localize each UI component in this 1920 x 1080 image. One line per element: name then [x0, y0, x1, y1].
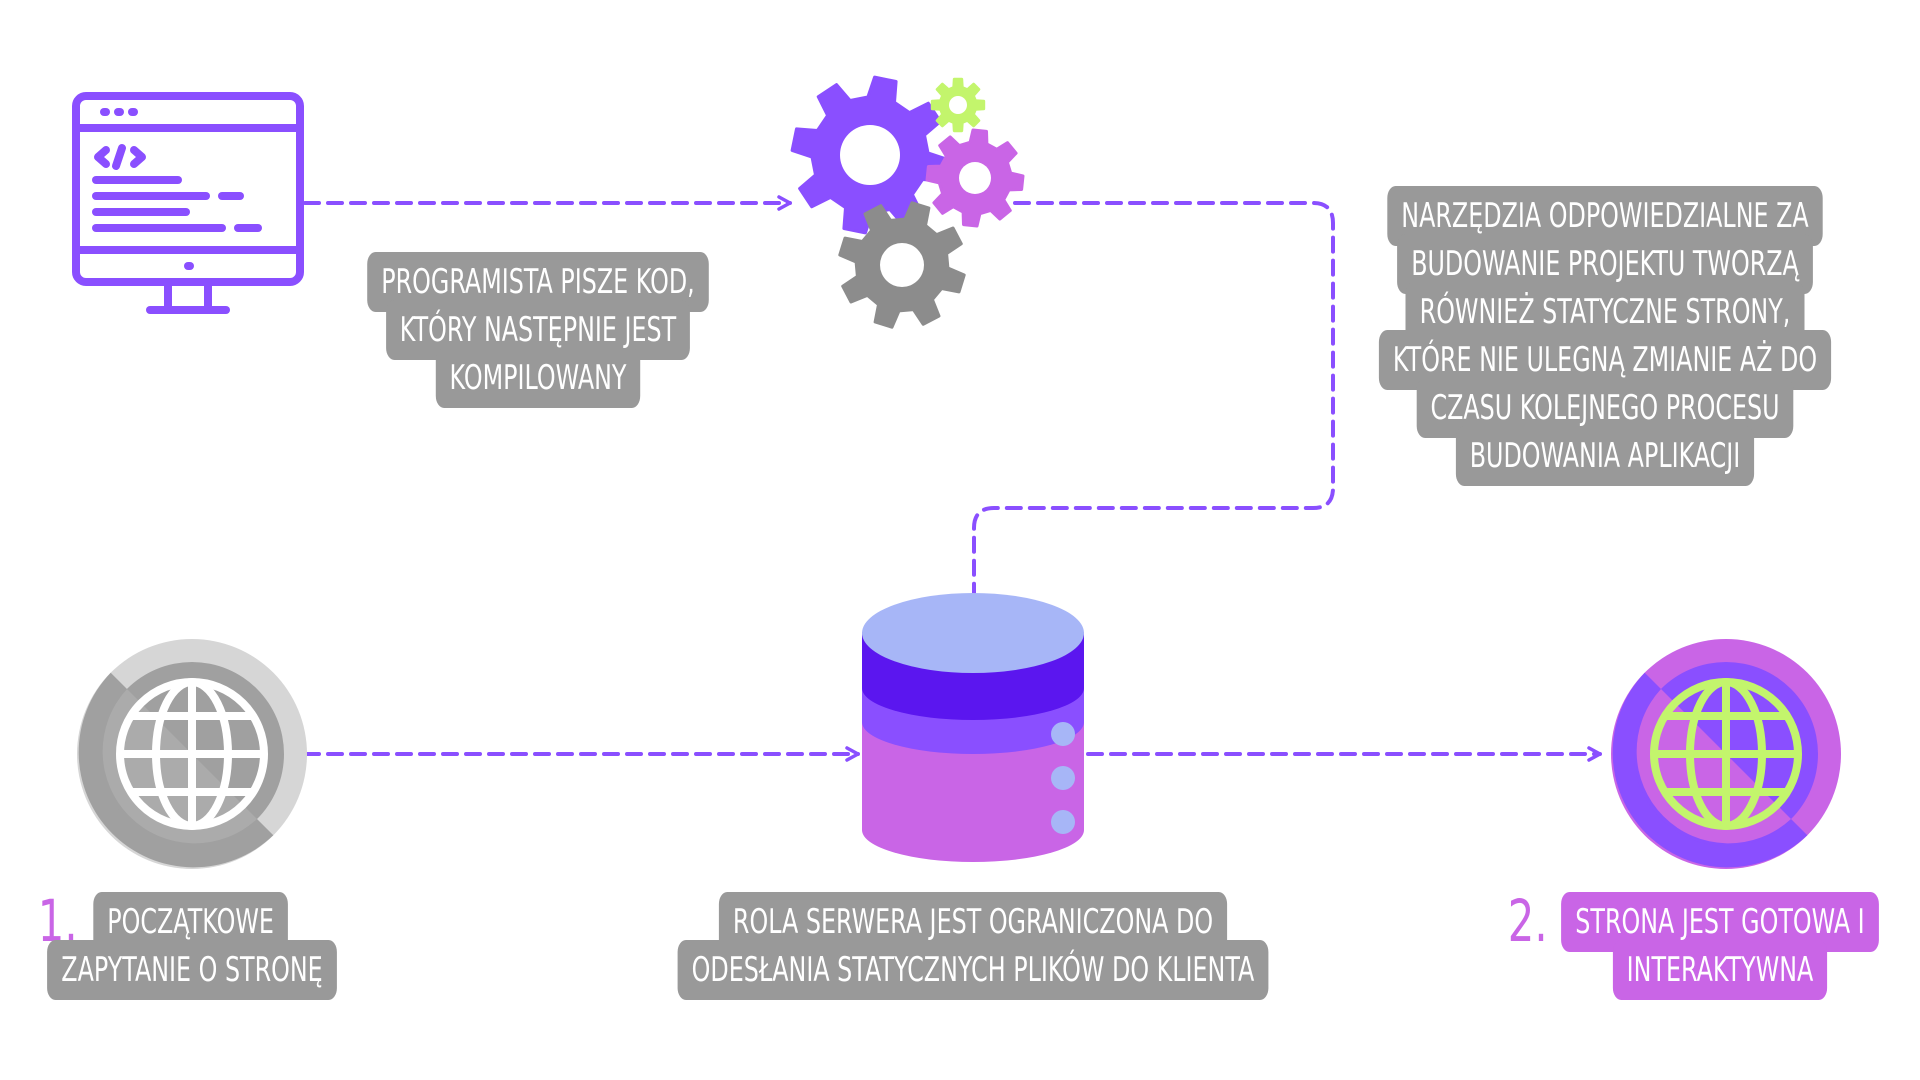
request-globe-icon — [77, 639, 307, 869]
server-label-line: ODESŁANIA STATYCZNYCH PLIKÓW DO KLIENTA — [677, 940, 1269, 1000]
request-label-line: ZAPYTANIE O STRONĘ — [47, 940, 337, 1000]
server-label: ROLA SERWERA JEST OGRANICZONA DO ODESŁAN… — [676, 892, 1271, 1000]
gray-gear — [838, 201, 966, 329]
arrow-build-to-server — [966, 201, 1335, 637]
ready-label-line: INTERAKTYWNA — [1612, 940, 1828, 1000]
gear-big-hole — [840, 125, 900, 185]
gear-pink-hole — [959, 162, 991, 194]
gear-green-hole — [949, 96, 967, 114]
build-label: NARZĘDZIA ODPOWIEDZIALNE ZA BUDOWANIE PR… — [1378, 186, 1832, 486]
code-label-line: KOMPILOWANY — [435, 348, 641, 408]
code-monitor-icon — [72, 92, 304, 314]
step-number-2: 2. — [1507, 887, 1548, 955]
gears-icon — [790, 75, 1025, 329]
ready-label: STRONA JEST GOTOWA I INTERAKTYWNA — [1561, 892, 1879, 1000]
request-label: POCZĄTKOWE ZAPYTANIE O STRONĘ — [47, 892, 337, 1000]
database-server-icon — [862, 593, 1084, 862]
green-gear — [930, 77, 986, 133]
ready-globe-icon — [1611, 639, 1841, 869]
gear-gray-hole — [880, 243, 924, 287]
code-label-line: PROGRAMISTA PISZE KOD, — [367, 252, 709, 312]
code-label: PROGRAMISTA PISZE KOD, KTÓRY NASTĘPNIE J… — [367, 252, 709, 408]
build-label-line: BUDOWANIA APLIKACJI — [1455, 426, 1755, 486]
pink-gear — [925, 128, 1025, 228]
